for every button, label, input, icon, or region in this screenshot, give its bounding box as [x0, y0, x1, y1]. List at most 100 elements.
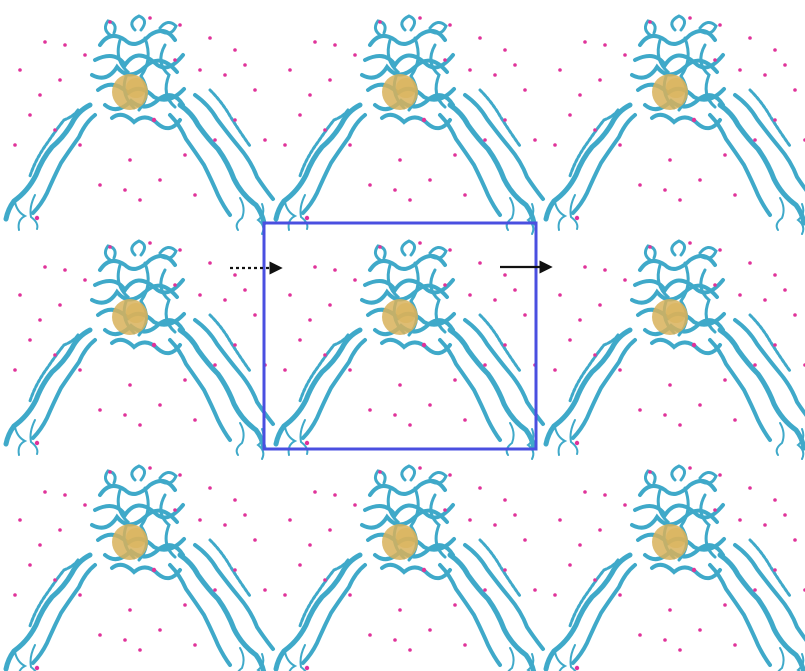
- solvent-dot: [623, 53, 627, 57]
- solvent-dot: [253, 538, 257, 542]
- solvent-dot: [283, 593, 287, 597]
- solvent-dot: [723, 603, 727, 607]
- solvent-dot: [698, 403, 702, 407]
- solvent-dot: [193, 418, 197, 422]
- solvent-dot: [713, 58, 717, 62]
- solvent-dot: [183, 603, 187, 607]
- solvent-dot: [308, 93, 312, 97]
- solvent-dot: [448, 248, 452, 252]
- solvent-dot: [78, 143, 82, 147]
- solvent-dot: [598, 528, 602, 532]
- solvent-dot: [578, 318, 582, 322]
- solvent-dot: [463, 418, 467, 422]
- solvent-dot: [148, 466, 152, 470]
- solvent-dot: [773, 273, 777, 277]
- solvent-dot: [748, 486, 752, 490]
- solvent-dot: [408, 648, 412, 652]
- solvent-dot: [698, 628, 702, 632]
- solvent-dot: [333, 493, 337, 497]
- solvent-dot: [443, 58, 447, 62]
- solvent-dot: [368, 408, 372, 412]
- solvent-dot: [793, 313, 797, 317]
- solvent-dot: [753, 363, 757, 367]
- solvent-dot: [418, 16, 422, 20]
- solvent-dot: [58, 303, 62, 307]
- solvent-dot: [503, 568, 507, 572]
- solvent-dot: [283, 143, 287, 147]
- solvent-dot: [773, 343, 777, 347]
- solvent-dot: [198, 518, 202, 522]
- solvent-dot: [313, 40, 317, 44]
- solvent-dot: [568, 563, 572, 567]
- solvent-dot: [323, 128, 327, 132]
- solvent-dot: [713, 283, 717, 287]
- solvent-dot: [13, 143, 17, 147]
- solvent-dot: [158, 403, 162, 407]
- solvent-dot: [393, 638, 397, 642]
- solvent-dot: [558, 68, 562, 72]
- solvent-dot: [468, 293, 472, 297]
- solvent-dot: [148, 16, 152, 20]
- solvent-dot: [623, 503, 627, 507]
- solvent-dot: [723, 378, 727, 382]
- solvent-dot: [568, 113, 572, 117]
- solvent-dot: [578, 543, 582, 547]
- solvent-dot: [483, 588, 487, 592]
- solvent-dot: [513, 513, 517, 517]
- solvent-dot: [468, 68, 472, 72]
- solvent-dot: [583, 490, 587, 494]
- solvent-dot: [583, 40, 587, 44]
- solvent-dot: [688, 16, 692, 20]
- solvent-dot: [98, 408, 102, 412]
- solvent-dot: [523, 88, 527, 92]
- solvent-dot: [793, 88, 797, 92]
- solvent-dot: [333, 43, 337, 47]
- solvent-dot: [553, 368, 557, 372]
- solvent-dot: [678, 648, 682, 652]
- solvent-dot: [178, 248, 182, 252]
- solvent-dot: [213, 363, 217, 367]
- solvent-dot: [223, 298, 227, 302]
- solvent-dot: [78, 368, 82, 372]
- solvent-dot: [108, 245, 112, 249]
- solvent-dot: [98, 633, 102, 637]
- solvent-dot: [393, 413, 397, 417]
- solvent-dot: [328, 528, 332, 532]
- solvent-dot: [148, 241, 152, 245]
- protein-replica-r1-c2: [546, 241, 805, 459]
- solvent-dot: [198, 68, 202, 72]
- solvent-dot: [418, 241, 422, 245]
- solvent-dot: [618, 368, 622, 372]
- solvent-dot: [603, 43, 607, 47]
- solvent-dot: [478, 261, 482, 265]
- solvent-dot: [398, 383, 402, 387]
- solvent-dot: [558, 293, 562, 297]
- solvent-dot: [668, 383, 672, 387]
- solvent-dot: [328, 78, 332, 82]
- solvent-dot: [53, 353, 57, 357]
- solvent-dot: [198, 293, 202, 297]
- solvent-dot: [58, 78, 62, 82]
- solvent-dot: [123, 188, 127, 192]
- solvent-dot: [718, 473, 722, 477]
- solvent-dot: [688, 241, 692, 245]
- solvent-dot: [663, 413, 667, 417]
- solvent-dot: [748, 36, 752, 40]
- solvent-dot: [208, 261, 212, 265]
- solvent-dot: [568, 338, 572, 342]
- solvent-dot: [688, 466, 692, 470]
- solvent-dot: [493, 298, 497, 302]
- solvent-dot: [323, 578, 327, 582]
- solvent-dot: [733, 643, 737, 647]
- solvent-dot: [128, 383, 132, 387]
- solvent-dot: [18, 293, 22, 297]
- solvent-dot: [523, 538, 527, 542]
- solvent-dot: [718, 23, 722, 27]
- solvent-dot: [368, 633, 372, 637]
- solvent-dot: [463, 193, 467, 197]
- solvent-dot: [503, 48, 507, 52]
- solvent-dot: [53, 128, 57, 132]
- solvent-dot: [583, 265, 587, 269]
- solvent-dot: [368, 183, 372, 187]
